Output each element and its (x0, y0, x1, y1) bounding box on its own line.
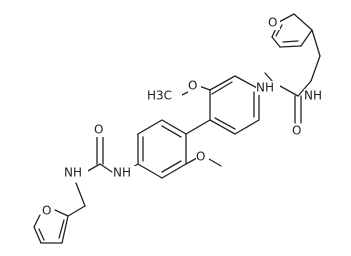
amine-nh-bottom-aryl: NH (113, 166, 131, 180)
methyl-group-top: H3C (147, 89, 172, 103)
benzene-ring-lower (137, 119, 187, 179)
amine-nh-top-aryl: NH (256, 81, 274, 95)
carbonyl-oxygen-top: O (292, 124, 301, 138)
furan-oxygen-bottom: O (42, 204, 51, 218)
methoxy-oxygen-bottom: O (196, 150, 205, 164)
benzene-ring-upper (209, 75, 260, 135)
atom-labels: O NH NH O O H3C O NH O NH O (42, 16, 328, 218)
amine-nh-bottom-ch2: NH (64, 166, 82, 180)
methoxy-oxygen-top: O (188, 79, 197, 93)
amine-nh-top-ch2: NH (304, 89, 322, 103)
furan-oxygen-top: O (268, 16, 277, 30)
furan-ring-bottom (33, 209, 69, 244)
urea-chain-top (264, 29, 321, 124)
biaryl-bond (185, 119, 211, 135)
methoxy-bottom (185, 157, 222, 167)
carbonyl-oxygen-bottom: O (94, 123, 103, 137)
